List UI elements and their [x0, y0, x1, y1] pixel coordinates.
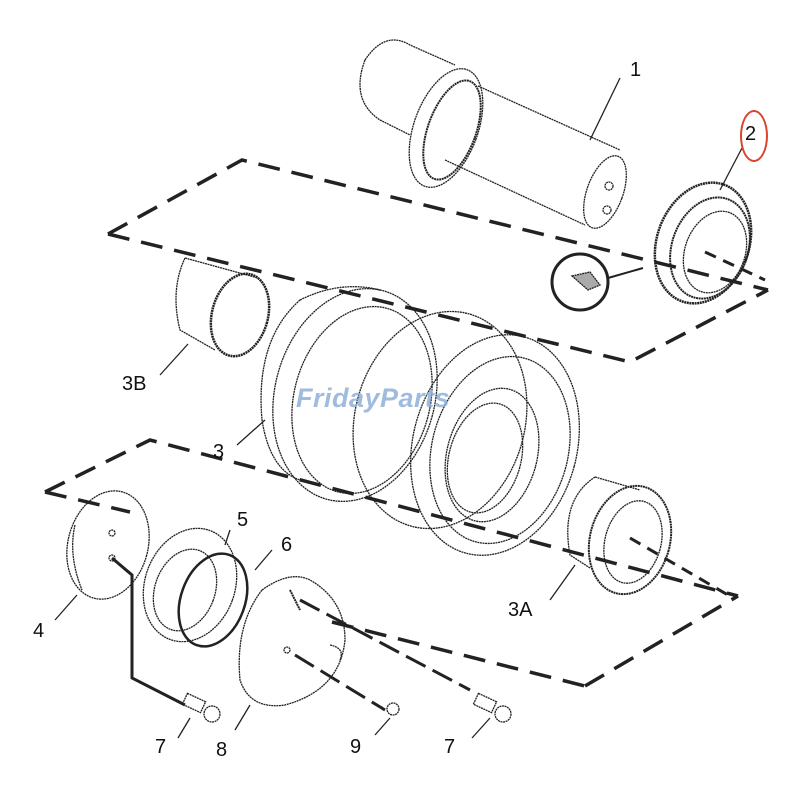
- label-6: 6: [281, 534, 293, 556]
- label-3a: 3A: [508, 599, 533, 621]
- leader-7a: [177, 717, 191, 739]
- label-3b: 3B: [122, 373, 147, 395]
- leader-3b: [159, 343, 189, 376]
- leader-5: [224, 529, 231, 546]
- leader-7b: [471, 717, 491, 739]
- assembly-boundary-lower: [44, 438, 739, 688]
- label-9: 9: [350, 736, 362, 758]
- leader-2: [719, 147, 743, 191]
- part-bolt-right: [472, 692, 512, 723]
- label-7-left: 7: [155, 736, 167, 758]
- label-4: 4: [33, 620, 45, 642]
- part-end-cap: [66, 490, 150, 600]
- part-bolt-left: [181, 692, 221, 723]
- leader-3a: [549, 564, 576, 601]
- label-8: 8: [216, 739, 228, 761]
- leader-3: [236, 419, 266, 446]
- label-5: 5: [237, 509, 249, 531]
- part-bushing-3a: [567, 476, 673, 596]
- part-bushing-3b: [175, 257, 271, 358]
- leader-6: [254, 549, 273, 571]
- assembly-boundary-upper: [107, 158, 769, 364]
- label-2: 2: [745, 123, 757, 145]
- part-retainer: [238, 576, 346, 707]
- detail-callout: [550, 252, 644, 312]
- part-plug: [386, 702, 400, 716]
- leader-4: [54, 594, 78, 621]
- watermark: FridayParts: [296, 383, 451, 413]
- label-3: 3: [213, 441, 225, 463]
- highlight-ring: [740, 110, 768, 162]
- part-o-ring: [177, 552, 249, 648]
- part-roller-body: [260, 286, 580, 556]
- part-shaft: [359, 39, 627, 229]
- leader-8: [234, 704, 251, 731]
- part-gasket: [142, 527, 238, 643]
- leader-9: [374, 717, 391, 736]
- part-seal-ring: [653, 181, 753, 305]
- leader-1: [589, 77, 621, 141]
- label-7-right: 7: [444, 736, 456, 758]
- label-1: 1: [630, 59, 642, 81]
